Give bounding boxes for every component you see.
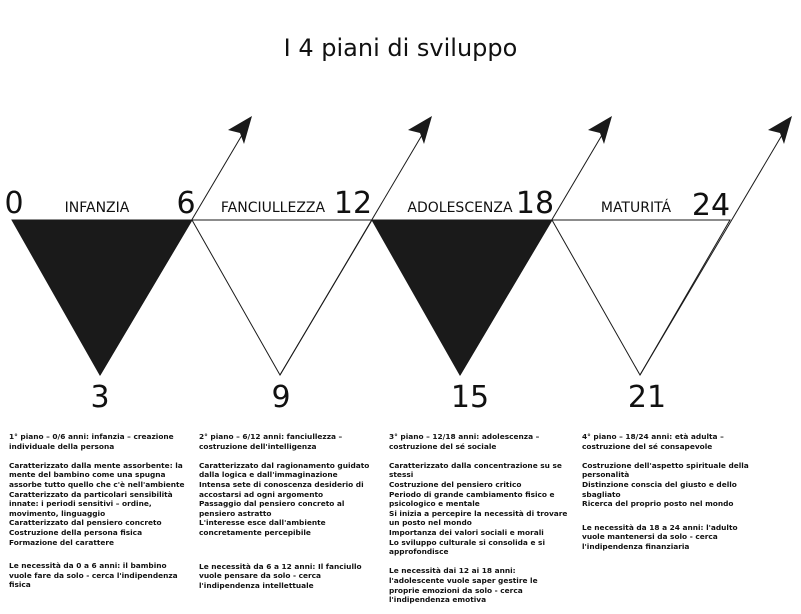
plane-2-characteristic: Caratterizzato dal ragionamento guidato … xyxy=(199,460,370,480)
phase-label-maturita: MATURITÁ xyxy=(601,199,672,216)
age-label-12: 12 xyxy=(334,186,372,221)
age-label-21: 21 xyxy=(628,380,666,415)
plane-1-characteristic: Costruzione della persona fisica xyxy=(9,527,143,537)
plane-1-need: Le necessità da 0 a 6 anni: il bambino v… xyxy=(9,561,178,590)
triangle-adolescenza xyxy=(371,219,553,376)
plane-4-characteristic: Distinzione conscia del giusto e dello s… xyxy=(582,479,737,499)
plane-3-characteristic: Periodo di grande cambiamento fisico e p… xyxy=(389,489,555,509)
arrow-head-fanciullezza xyxy=(408,116,432,144)
phase-label-fanciullezza: FANCIULLEZZA xyxy=(221,200,326,216)
arrow-line-adolescenza xyxy=(459,134,603,376)
plane-4-characteristic: Ricerca del proprio posto nel mondo xyxy=(582,499,734,509)
age-label-0: 0 xyxy=(4,186,23,221)
plane-2-characteristic: Intensa sete di conoscenza desiderio di … xyxy=(199,479,364,499)
age-label-24: 24 xyxy=(692,188,730,223)
plane-1-characteristic: Formazione del carattere xyxy=(9,537,115,547)
plane-3-characteristic: Importanza dei valori sociali e morali xyxy=(389,527,544,537)
plane-3-characteristic: Lo sviluppo culturale si consolida e si … xyxy=(389,537,545,557)
plane-4-description: 4° piano – 18/24 anni: età adulta – cost… xyxy=(582,432,762,561)
diagram-title: I 4 piani di sviluppo xyxy=(283,34,518,62)
age-label-15: 15 xyxy=(451,380,489,415)
arrow-line-fanciullezza xyxy=(279,134,423,376)
plane-2-characteristic: L'interesse esce dall'ambiente concretam… xyxy=(199,518,326,537)
plane-4-heading: 4° piano – 18/24 anni: età adulta – cost… xyxy=(582,432,724,451)
age-label-3: 3 xyxy=(90,380,109,415)
plane-3-description: 3° piano – 12/18 anni: adolescenza – cos… xyxy=(389,432,569,614)
phase-label-adolescenza: ADOLESCENZA xyxy=(407,200,513,216)
arrow-head-infanzia xyxy=(228,116,252,144)
plane-1-characteristic: Caratterizzato dalla mente assorbente: l… xyxy=(9,460,185,489)
arrow-head-maturita xyxy=(768,116,792,144)
plane-4-need: Le necessità da 18 a 24 anni: l'adulto v… xyxy=(582,522,738,551)
plane-1-characteristic: Caratterizzato dal pensiero concreto xyxy=(9,518,162,528)
age-label-18: 18 xyxy=(516,186,554,221)
plane-4-characteristic: Costruzione dell'aspetto spirituale dell… xyxy=(582,460,749,480)
plane-2-characteristic: Passaggio dal pensiero concreto al pensi… xyxy=(199,499,345,518)
plane-3-need: Le necessità dai 12 ai 18 anni: l'adoles… xyxy=(389,566,538,605)
arrow-line-maturita xyxy=(639,134,783,376)
arrow-line-infanzia xyxy=(99,134,243,376)
plane-3-characteristic: Caratterizzato dalla concentrazione su s… xyxy=(389,460,562,480)
age-label-6: 6 xyxy=(176,186,195,221)
triangle-fanciullezza xyxy=(191,219,373,376)
triangle-infanzia xyxy=(11,219,193,376)
plane-3-characteristic: Costruzione del pensiero critico xyxy=(389,479,522,489)
plane-3-heading: 3° piano – 12/18 anni: adolescenza – cos… xyxy=(389,432,540,451)
plane-1-characteristic: Caratterizzato da particolari sensibilit… xyxy=(9,489,173,518)
plane-1-heading: 1° piano – 0/6 anni: infanzia – creazion… xyxy=(9,432,174,451)
development-planes-diagram: 0 6 12 18 24 3 9 15 21 INFANZIA FANCIULL… xyxy=(4,116,792,415)
arrow-head-adolescenza xyxy=(588,116,612,144)
plane-3-characteristic: Si inizia a percepire la necessità di tr… xyxy=(389,508,568,528)
plane-1-description: 1° piano – 0/6 anni: infanzia – creazion… xyxy=(9,432,189,600)
plane-2-heading: 2° piano – 6/12 anni: fanciullezza – cos… xyxy=(199,432,343,451)
triangle-maturita xyxy=(551,219,731,377)
phase-label-infanzia: INFANZIA xyxy=(65,200,130,216)
age-label-9: 9 xyxy=(271,380,290,415)
plane-2-need: Le necessità da 6 a 12 anni: Il fanciull… xyxy=(199,561,362,590)
plane-2-description: 2° piano – 6/12 anni: fanciullezza – cos… xyxy=(199,432,379,600)
